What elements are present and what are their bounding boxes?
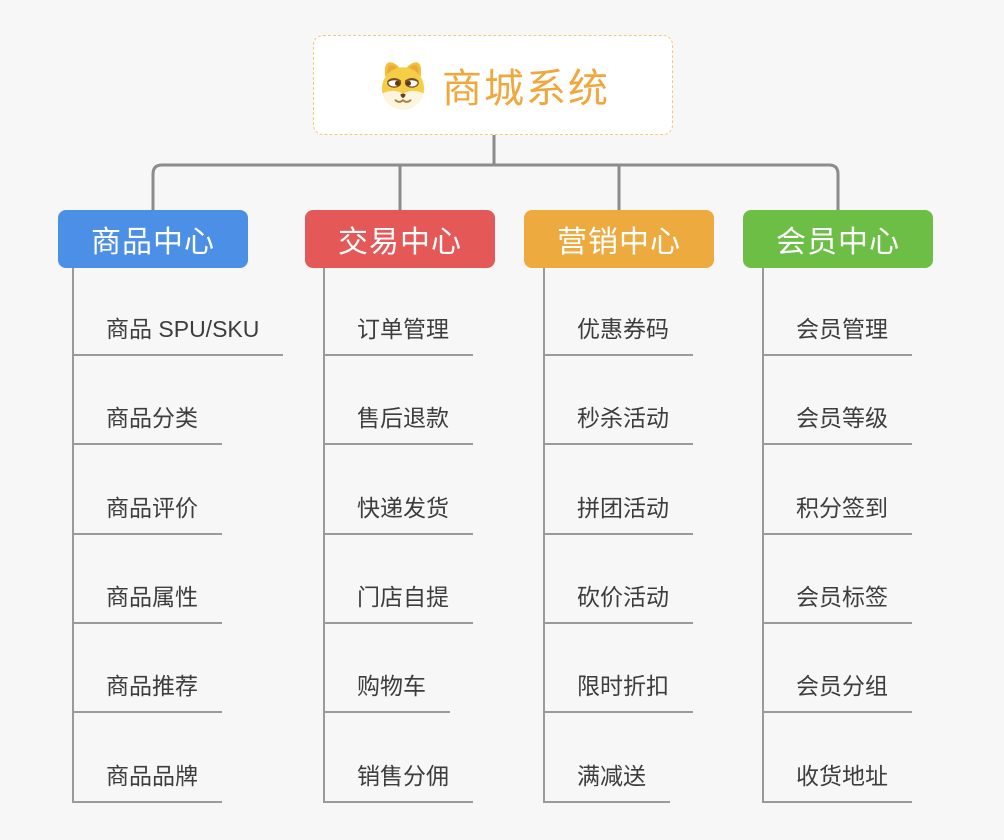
branch-column-marketing-center: 优惠券码 秒杀活动 拼团活动 砍价活动 限时折扣 满减送 xyxy=(543,268,843,808)
mindmap-node[interactable]: 订单管理 xyxy=(323,314,473,356)
branch-header-product-center[interactable]: 商品中心 xyxy=(58,210,248,268)
branch-column-trade-center: 订单管理 售后退款 快递发货 门店自提 购物车 销售分佣 xyxy=(323,268,623,808)
branch-header-member-center[interactable]: 会员中心 xyxy=(743,210,933,268)
branch-column-member-center: 会员管理 会员等级 积分签到 会员标签 会员分组 收货地址 xyxy=(762,268,1004,808)
mindmap-node[interactable]: 售后退款 xyxy=(323,403,473,445)
mindmap-node[interactable]: 拼团活动 xyxy=(543,493,693,535)
mindmap-node[interactable]: 快递发货 xyxy=(323,493,473,535)
branch-bus-line xyxy=(151,163,840,210)
root-title: 商城系统 xyxy=(442,67,610,111)
mindmap-node[interactable]: 会员等级 xyxy=(762,403,912,445)
mindmap-node[interactable]: 满减送 xyxy=(543,761,670,803)
branch-header-marketing-center[interactable]: 营销中心 xyxy=(524,210,714,268)
mindmap-node[interactable]: 会员标签 xyxy=(762,582,912,624)
mindmap-node[interactable]: 积分签到 xyxy=(762,493,912,535)
mindmap-node[interactable]: 收货地址 xyxy=(762,761,912,803)
mindmap-node[interactable]: 商品 SPU/SKU xyxy=(72,314,284,356)
mindmap-node[interactable]: 会员分组 xyxy=(762,671,912,713)
root-node[interactable]: 商城系统 xyxy=(313,35,673,135)
dog-face-icon xyxy=(381,62,425,110)
mindmap-node[interactable]: 秒杀活动 xyxy=(543,403,693,445)
mindmap-node[interactable]: 砍价活动 xyxy=(543,582,693,624)
mindmap-node[interactable]: 商品属性 xyxy=(72,582,222,624)
mindmap-node[interactable]: 限时折扣 xyxy=(543,671,693,713)
branch-header-trade-center[interactable]: 交易中心 xyxy=(305,210,495,268)
mindmap-node[interactable]: 商品推荐 xyxy=(72,671,222,713)
branch-column-product-center: 商品 SPU/SKU 商品分类 商品评价 商品属性 商品推荐 商品品牌 xyxy=(72,268,372,808)
mindmap-node[interactable]: 商品分类 xyxy=(72,403,222,445)
mindmap-node[interactable]: 优惠券码 xyxy=(543,314,693,356)
mindmap-node[interactable]: 会员管理 xyxy=(762,314,912,356)
mindmap-node[interactable]: 销售分佣 xyxy=(323,761,473,803)
mindmap-node[interactable]: 门店自提 xyxy=(323,582,473,624)
mindmap-node[interactable]: 商品品牌 xyxy=(72,761,222,803)
mindmap-node[interactable]: 购物车 xyxy=(323,671,450,713)
mindmap-node[interactable]: 商品评价 xyxy=(72,493,222,535)
